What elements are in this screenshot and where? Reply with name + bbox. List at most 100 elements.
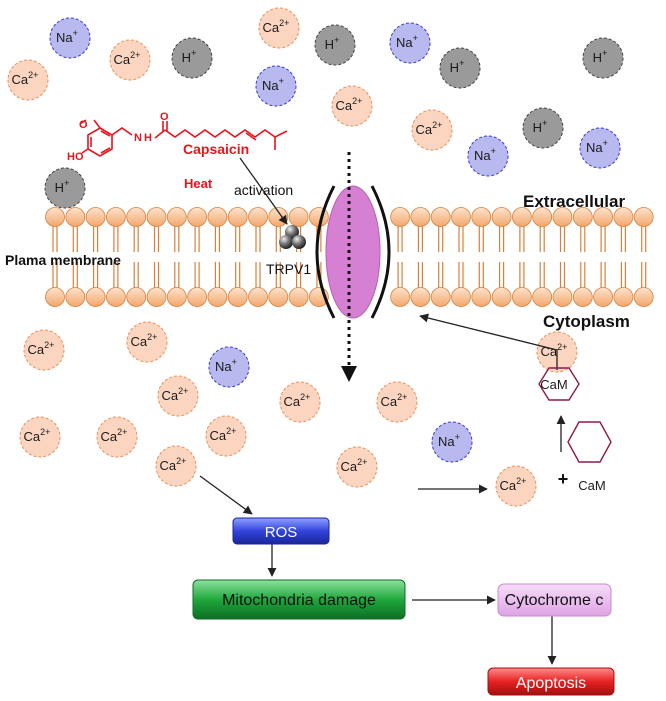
- lipid-head: [410, 287, 431, 307]
- lipid-head: [572, 207, 593, 227]
- lipid-head: [146, 287, 167, 307]
- lipid-head: [207, 207, 228, 227]
- lipid-head: [65, 287, 86, 307]
- lipid-head: [126, 207, 147, 227]
- lipid-head: [613, 207, 634, 227]
- lipid-head: [552, 207, 573, 227]
- ca-ion: Ca2+: [155, 445, 197, 487]
- lipid-head: [552, 287, 573, 307]
- ca-ion: Ca2+: [126, 321, 168, 363]
- lipid-head: [207, 287, 228, 307]
- lipid-head: [491, 287, 512, 307]
- ion-label: Na+: [215, 357, 237, 374]
- ca-ion: Ca2+: [23, 329, 65, 371]
- cam-free-label: CaM: [578, 478, 605, 493]
- lipid-head: [613, 287, 634, 307]
- lipid-head: [471, 207, 492, 227]
- lipid-head: [268, 207, 289, 227]
- apoptosis-box: Apoptosis: [487, 667, 615, 696]
- apoptosis-label: Apoptosis: [516, 675, 586, 692]
- lipid-head: [146, 207, 167, 227]
- chem-atom-o-methoxy: O: [79, 119, 88, 131]
- ca-ion: Ca2+: [336, 446, 378, 488]
- cam-hexagon-bound: [538, 367, 580, 401]
- capsaicin-structure: [79, 119, 288, 157]
- lipid-head: [532, 207, 553, 227]
- na-ion: Na+: [49, 17, 91, 59]
- ca-ion: Ca2+: [331, 85, 373, 127]
- h-ion: H+: [439, 47, 481, 89]
- lipid-head: [126, 287, 147, 307]
- ca-ion: Ca2+: [157, 375, 199, 417]
- h-ion: H+: [171, 37, 213, 79]
- lipid-head: [512, 207, 532, 227]
- lipid-head: [85, 287, 106, 307]
- lipid-head: [593, 287, 613, 307]
- na-ion: Na+: [255, 65, 297, 107]
- ion-layer: Na+Ca2+H+Ca2+H+Na+H+H+Ca2+Na+Ca2+Ca2+H+N…: [7, 7, 624, 507]
- lipid-head: [430, 287, 451, 307]
- h-ion: H+: [522, 107, 564, 149]
- chem-atom-h: H: [144, 132, 152, 144]
- na-ion: Na+: [208, 346, 250, 388]
- lipid-head: [410, 207, 431, 227]
- ca-ion: Ca2+: [258, 7, 300, 49]
- ca-ion: Ca2+: [279, 381, 321, 423]
- lipid-head: [288, 287, 309, 307]
- lipid-head: [268, 287, 289, 307]
- lipid-head: [166, 287, 187, 307]
- lipid-head: [593, 207, 613, 227]
- lipid-head: [106, 287, 126, 307]
- lipid-head: [248, 287, 268, 307]
- lipid-head: [45, 207, 65, 227]
- lipid-head: [248, 207, 268, 227]
- lipid-head: [65, 207, 86, 227]
- ion-label: Na+: [396, 33, 418, 50]
- lipid-head: [491, 207, 512, 227]
- lipid-head: [451, 287, 471, 307]
- na-ion: Na+: [431, 421, 473, 463]
- na-ion: Na+: [579, 127, 621, 169]
- ion-label: Na+: [474, 146, 496, 163]
- ca-ion: Ca2+: [7, 59, 49, 101]
- ca-ion: Ca2+: [376, 381, 418, 423]
- lipid-head: [166, 207, 187, 227]
- h-ion: H+: [44, 167, 86, 209]
- mito-box: Mitochondria damage: [192, 579, 406, 620]
- lipid-head: [572, 287, 593, 307]
- lipid-head: [451, 207, 471, 227]
- plus-sign: +: [558, 469, 569, 489]
- lipid-head: [430, 207, 451, 227]
- lipid-head: [106, 207, 126, 227]
- ion-label: Na+: [262, 76, 284, 93]
- ca-ion: Ca2+: [96, 416, 138, 458]
- mito-label: Mitochondria damage: [222, 592, 376, 609]
- lipid-head: [288, 207, 309, 227]
- chem-atom-ho: HO: [67, 151, 84, 163]
- trpv1-receptor: [279, 225, 306, 249]
- h-ion: H+: [314, 24, 356, 66]
- lipid-head: [512, 287, 532, 307]
- ros-label: ROS: [265, 524, 298, 541]
- lipid-head: [45, 287, 65, 307]
- lipid-head: [187, 287, 208, 307]
- lipid-head: [633, 287, 654, 307]
- lipid-head: [532, 287, 553, 307]
- chem-atom-o-carbonyl: O: [160, 111, 169, 123]
- lipid-head: [227, 287, 248, 307]
- trpv1-channel: [315, 152, 391, 382]
- ca-ion: Ca2+: [205, 415, 247, 457]
- lipid-head: [390, 287, 411, 307]
- cytc-box: Cytochrome c: [497, 583, 612, 617]
- ion-label: Na+: [438, 432, 460, 449]
- arrow-ca-to-ros: [199, 475, 253, 515]
- lipid-head: [390, 207, 411, 227]
- ca-ion: Ca2+: [495, 465, 537, 507]
- ion-label: Na+: [586, 138, 608, 155]
- na-ion: Na+: [389, 22, 431, 64]
- lipid-head: [633, 207, 654, 227]
- lipid-head: [227, 207, 248, 227]
- chem-atom-n: N: [134, 132, 142, 144]
- arrow-capsaicin-to-trpv1: [239, 157, 288, 225]
